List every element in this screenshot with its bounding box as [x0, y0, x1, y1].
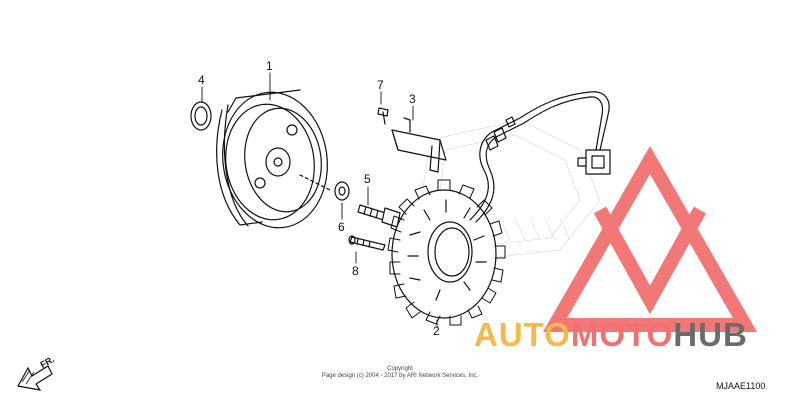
o-ring — [190, 101, 212, 131]
callout-4: 4 — [198, 73, 205, 87]
callout-leaders — [201, 72, 438, 328]
copyright-line-2: Page design (c) 2004 - 2017 by ARI Netwo… — [321, 373, 479, 379]
callout-8: 8 — [352, 264, 359, 278]
brand-auto: AUTO — [474, 316, 571, 353]
washer — [334, 181, 350, 201]
wire-harness — [469, 91, 610, 223]
copyright-notice: Copyright Page design (c) 2004 - 2017 by… — [290, 366, 510, 380]
wire-connector — [577, 149, 611, 175]
brand-moto: MOTO — [570, 316, 674, 353]
callout-1: 1 — [266, 59, 273, 73]
stator-bolt — [348, 235, 386, 251]
callout-6: 6 — [338, 220, 345, 234]
diagram-code: MJAAE1100 — [716, 381, 766, 391]
callout-2: 2 — [433, 324, 440, 338]
holder-bolt — [377, 107, 389, 125]
automotohub-logo-mark — [542, 145, 758, 332]
brand-hub: HUB — [673, 316, 748, 353]
copyright-line-1: Copyright — [387, 366, 413, 372]
flywheel — [216, 89, 328, 229]
callout-3: 3 — [409, 92, 416, 106]
stator — [387, 179, 506, 326]
callout-5: 5 — [364, 172, 371, 186]
flywheel-bolt — [357, 204, 401, 228]
wire-holder — [391, 117, 447, 173]
front-direction-arrow — [17, 365, 53, 391]
automotohub-wordmark: AUTOMOTOHUB — [474, 316, 748, 354]
assembly-centerline — [299, 174, 331, 191]
callout-7: 7 — [377, 78, 384, 92]
